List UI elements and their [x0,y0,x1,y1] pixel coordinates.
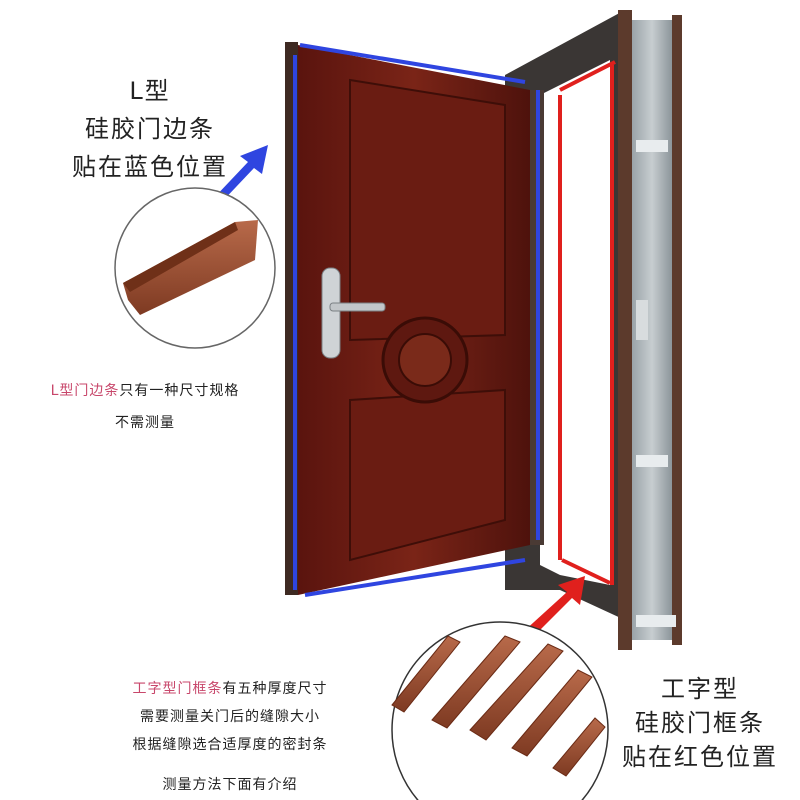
i-seal-title: 工字型 硅胶门框条 贴在红色位置 [600,672,800,774]
i-seal-title-line1: 工字型 [661,675,739,703]
l-seal-note-highlight: L型门边条 [50,383,120,399]
i-seal-note: 工字型门框条有五种厚度尺寸 需要测量关门后的缝隙大小 根据缝隙选合适厚度的密封条… [90,675,370,799]
l-seal-title-line1: L型 [129,77,171,105]
l-seal-note-line2: 不需测量 [115,415,175,431]
l-seal-title-line2: 硅胶门边条 [85,115,215,143]
l-seal-note-text: 只有一种尺寸规格 [119,383,240,399]
l-seal-title-line3: 贴在蓝色位置 [72,153,228,181]
l-seal-note: L型门边条只有一种尺寸规格 不需测量 [10,375,280,439]
i-seal-note-line2: 需要测量关门后的缝隙大小 [140,709,320,725]
l-seal-title: L型 硅胶门边条 贴在蓝色位置 [40,72,260,186]
l-shaped-seal-strip-icon [114,187,276,349]
open-wooden-door-icon [285,42,544,595]
i-seal-title-line3: 贴在红色位置 [622,743,778,771]
i-shaped-seal-strips-icon [391,621,609,800]
i-seal-title-line2: 硅胶门框条 [635,709,765,737]
i-seal-note-highlight: 工字型门框条 [132,681,223,697]
blue-arrow-icon [212,145,268,206]
i-seal-note-text: 有五种厚度尺寸 [222,681,328,697]
i-seal-note-line4: 测量方法下面有介绍 [162,777,298,793]
red-arrow-icon [523,576,585,640]
blue-marker-lines [293,43,540,597]
i-seal-note-line3: 根据缝隙选合适厚度的密封条 [132,737,328,753]
red-marker-lines [558,60,616,585]
